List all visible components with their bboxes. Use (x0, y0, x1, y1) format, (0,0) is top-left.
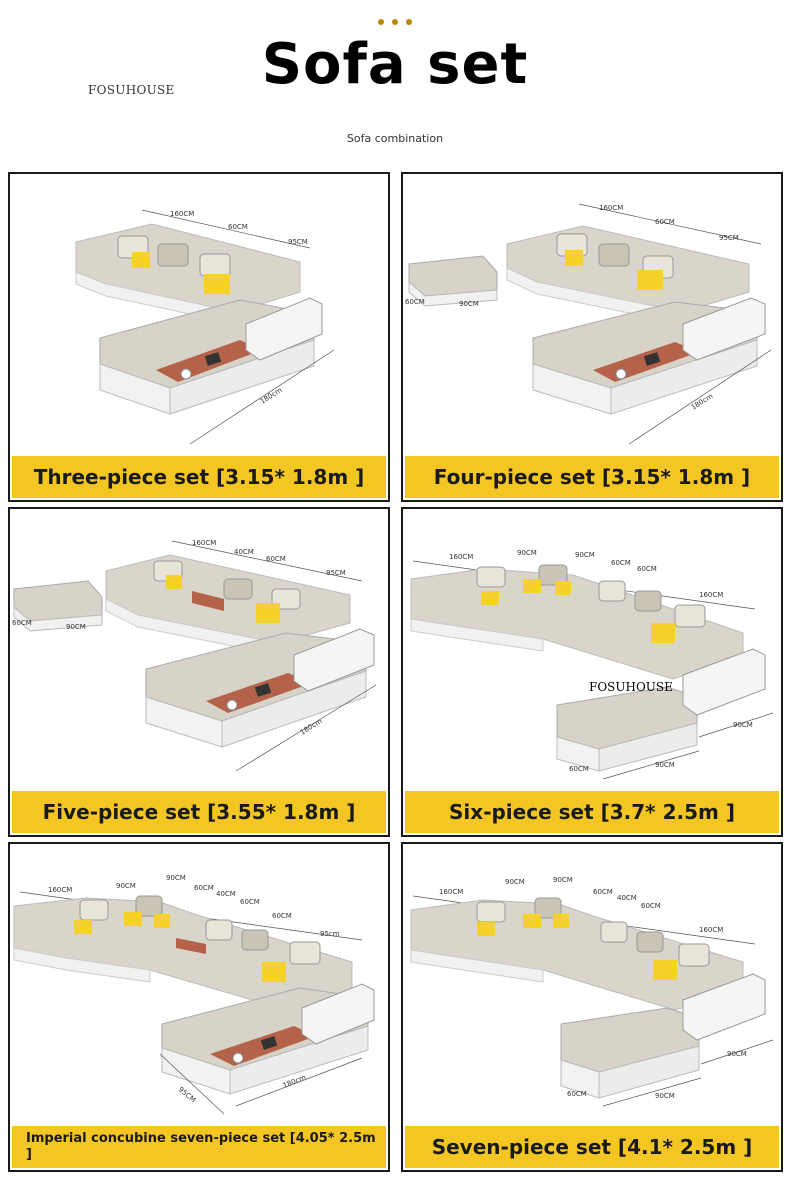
sofa-six-piece-image: 160CM 90CM 90CM 60CM 60CM 160CM FOSUHOUS… (410, 549, 774, 780)
dim-label: 160CM (699, 926, 723, 934)
dim-label: 160CM (449, 553, 473, 561)
dim-label: 40CM (234, 548, 254, 556)
dim-label: 90CM (727, 1050, 747, 1058)
dim-label: 40CM (617, 894, 637, 902)
sofa-seven-piece-image: 160CM 90CM 90CM 60CM 40CM 60CM 160CM 90C… (410, 876, 774, 1107)
page-subtitle: Sofa combination (346, 132, 444, 145)
dim-label: 90CM (655, 1092, 675, 1100)
dim-label: 90CM (575, 551, 595, 559)
dim-label: 60CM (240, 898, 260, 906)
dim-label: 60CM (611, 559, 631, 567)
dim-label: 60CM (641, 902, 661, 910)
sofa-four-piece-image: 160CM 60CM 95CM 60CM 90CM 180cm (405, 203, 772, 445)
dot-icon (392, 19, 398, 25)
dim-label: 90CM (517, 549, 537, 557)
card-caption: Imperial concubine seven-piece set [4.05… (12, 1126, 386, 1168)
dim-label: 180cm (690, 392, 715, 412)
dim-label: 60CM (194, 884, 214, 892)
product-card-five-piece[interactable]: 160CM 40CM 60CM 95CM 60CM 90CM 180cm Fiv… (8, 507, 390, 837)
dim-label: 90CM (655, 761, 675, 769)
dim-label: 160CM (699, 591, 723, 599)
dim-label: 90CM (166, 874, 186, 882)
dim-label: 60CM (405, 298, 425, 306)
dim-label: 160CM (439, 888, 463, 896)
dim-label: 95CM (177, 1085, 197, 1104)
dim-label: 90CM (733, 721, 753, 729)
product-card-four-piece[interactable]: 160CM 60CM 95CM 60CM 90CM 180cm Four-pie… (401, 172, 783, 502)
dot-icon (378, 19, 384, 25)
dim-label: 90CM (553, 876, 573, 884)
card-caption: Seven-piece set [4.1* 2.5m ] (405, 1126, 779, 1168)
dim-label: 95CM (719, 234, 739, 242)
dim-label: 60CM (12, 619, 32, 627)
brand-logo: FOSUHOUSE (88, 83, 175, 97)
card-caption: Three-piece set [3.15* 1.8m ] (12, 456, 386, 498)
dim-label: 60CM (637, 565, 657, 573)
dim-label: 160CM (48, 886, 72, 894)
dot-icon (406, 19, 412, 25)
dim-label: 180cm (259, 386, 284, 406)
product-card-three-piece[interactable]: 160CM 60CM 95CM 180cm Three-piece set [3… (8, 172, 390, 502)
dim-label: 160CM (192, 539, 216, 547)
dim-label: 40CM (216, 890, 236, 898)
decorative-dots (378, 16, 412, 28)
card-caption: Four-piece set [3.15* 1.8m ] (405, 456, 779, 498)
card-caption: Six-piece set [3.7* 2.5m ] (405, 791, 779, 833)
dim-label: 180cm (299, 717, 324, 737)
dim-label: 95CM (288, 238, 308, 246)
dim-label: 60CM (567, 1090, 587, 1098)
dim-label: 60CM (593, 888, 613, 896)
dim-label: 90CM (66, 623, 86, 631)
dim-label: 60CM (655, 218, 675, 226)
dim-label: 60CM (266, 555, 286, 563)
dim-label: 90CM (505, 878, 525, 886)
page-title: Sofa set (261, 32, 529, 97)
product-card-six-piece[interactable]: 160CM 90CM 90CM 60CM 60CM 160CM FOSUHOUS… (401, 507, 783, 837)
product-card-seven-piece[interactable]: 160CM 90CM 90CM 60CM 40CM 60CM 160CM 90C… (401, 842, 783, 1172)
dim-label: 60CM (228, 223, 248, 231)
dim-label: 90CM (459, 300, 479, 308)
watermark-brand: FOSUHOUSE (589, 680, 673, 694)
dim-label: 95cm (320, 930, 340, 938)
sofa-imperial-seven-piece-image: 160CM 90CM 90CM 60CM 40CM 60CM 60CM 95cm… (13, 874, 375, 1115)
sofa-five-piece-image: 160CM 40CM 60CM 95CM 60CM 90CM 180cm (12, 539, 377, 772)
dim-label: 160CM (170, 210, 194, 218)
product-card-imperial-seven-piece[interactable]: 160CM 90CM 90CM 60CM 40CM 60CM 60CM 95cm… (8, 842, 390, 1172)
dim-label: 60CM (569, 765, 589, 773)
dim-label: 160CM (599, 204, 623, 212)
dim-label: 90CM (116, 882, 136, 890)
dim-label: 60CM (272, 912, 292, 920)
card-caption: Five-piece set [3.55* 1.8m ] (12, 791, 386, 833)
sofa-three-piece-image: 160CM 60CM 95CM 180cm (75, 209, 335, 445)
dim-label: 95CM (326, 569, 346, 577)
